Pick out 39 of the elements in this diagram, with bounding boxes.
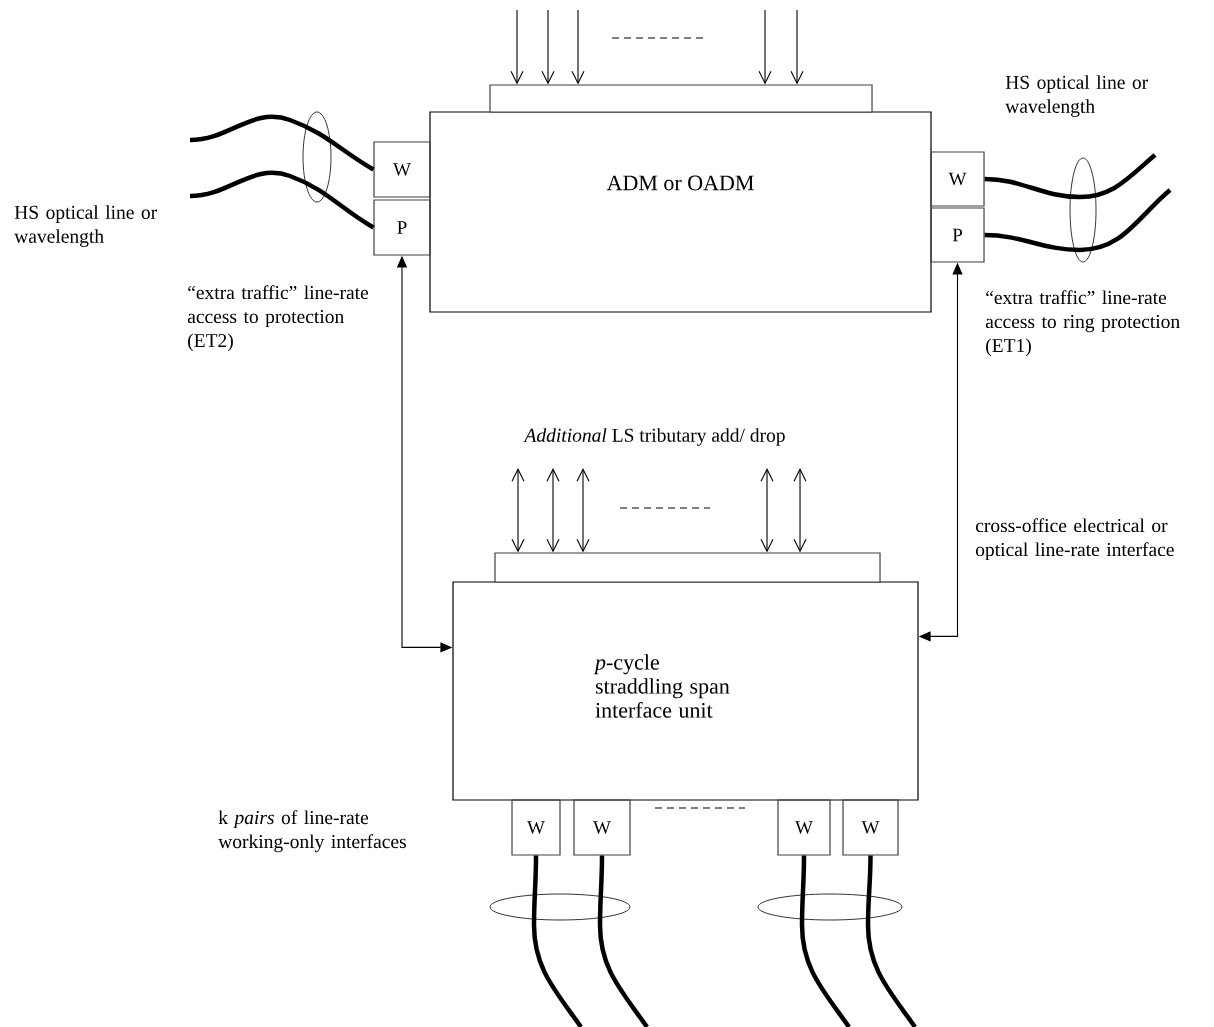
arrow xyxy=(758,9,772,85)
arrow xyxy=(571,9,585,85)
annotation-text: k pairs of line-rate working-only interfaces xyxy=(218,810,406,853)
port-box: W xyxy=(842,799,899,856)
port-box: W xyxy=(777,799,831,856)
annotation-text: HS optical line or wavelength xyxy=(14,205,157,247)
tributary-bar xyxy=(494,552,881,583)
fiber-line xyxy=(531,855,583,1027)
annotation-text: “extra traffic” line-rate access to ring protection (ET1) xyxy=(985,290,1180,357)
tributary-bar xyxy=(489,84,873,113)
arrow xyxy=(790,9,804,85)
fiber-line xyxy=(984,153,1157,200)
fiber-line xyxy=(189,114,375,172)
arrow xyxy=(541,9,555,85)
annotation-text: “extra traffic” line-rate access to protection (ET2) xyxy=(187,285,369,352)
bundle-ellipse xyxy=(1069,157,1097,263)
port-box: W xyxy=(573,799,631,856)
fiber-line xyxy=(865,855,917,1027)
arrow xyxy=(511,468,525,553)
arrow xyxy=(510,9,524,85)
annotation-text: cross-office electrical or optical line-rate interface xyxy=(975,518,1174,561)
fiber-line xyxy=(597,855,649,1027)
bundle-ellipse xyxy=(302,111,332,203)
port-box: W xyxy=(930,151,985,207)
bundle-ellipse xyxy=(757,893,903,921)
annotation-text: Additional LS tributary add/ drop xyxy=(523,428,785,446)
fiber-line xyxy=(189,170,375,230)
fiber-line xyxy=(984,188,1172,253)
port-box: W xyxy=(511,799,561,856)
fiber-line xyxy=(799,855,851,1027)
port-box: P xyxy=(373,199,431,256)
port-box: P xyxy=(930,207,985,263)
annotation-text: HS optical line or wavelength xyxy=(1005,75,1148,117)
arrow xyxy=(793,468,807,553)
arrow xyxy=(576,468,590,553)
bundle-ellipse xyxy=(489,893,631,921)
arrow xyxy=(760,468,774,553)
port-box: W xyxy=(373,141,431,198)
arrow xyxy=(546,468,560,553)
